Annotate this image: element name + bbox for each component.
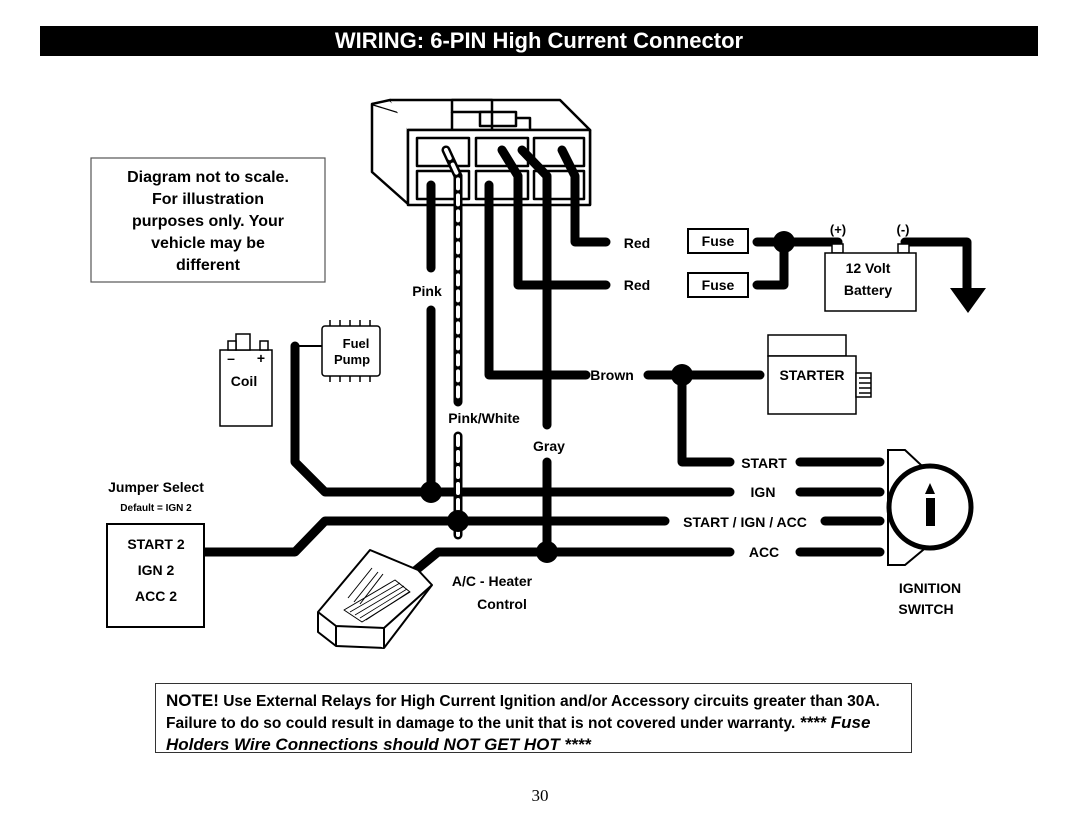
brown-wire <box>484 180 591 380</box>
battery-label: Battery <box>844 282 892 298</box>
svg-text:Fuel: Fuel <box>343 336 370 351</box>
disclaimer-line: vehicle may be <box>151 235 265 252</box>
svg-text:Jumper Select: Jumper Select <box>108 479 204 495</box>
switch-acc-label: ACC <box>749 544 779 560</box>
battery-positive-label: (+) <box>830 222 846 237</box>
fuse1-to-battery <box>752 237 843 255</box>
junction-dot <box>420 481 442 503</box>
gray-wire-upper <box>517 145 552 430</box>
switch-start-label: START <box>741 455 787 471</box>
ground-icon <box>950 288 986 313</box>
disclaimer-line: Diagram not to scale. <box>127 169 289 186</box>
junction-dot <box>773 231 795 253</box>
fuel-pump: Fuel Pump <box>321 320 381 382</box>
switch-start-ign-acc-label: START / IGN / ACC <box>683 514 807 530</box>
brown-label: Brown <box>590 367 634 383</box>
wire-labels: Pink Pink/White Gray Brown Red Red START… <box>412 235 807 560</box>
svg-text:Fuse: Fuse <box>702 277 735 293</box>
svg-text:IGN 2: IGN 2 <box>138 562 175 578</box>
gray-label: Gray <box>533 438 565 454</box>
start-ign-acc-bus <box>200 516 670 557</box>
battery: (+) (-) 12 Volt Battery <box>824 222 917 312</box>
disclaimer-line: different <box>176 257 241 274</box>
ign-bus-wire <box>290 341 735 497</box>
red-label-2: Red <box>624 277 650 293</box>
ground-wire <box>900 237 972 293</box>
svg-text:ACC 2: ACC 2 <box>135 588 177 604</box>
fuse-2: Fuse <box>687 272 749 298</box>
acc-bus-wire <box>405 547 735 580</box>
svg-text:–: – <box>227 350 235 366</box>
ignition-switch: IGNITION SWITCH <box>886 449 974 617</box>
svg-text:Coil: Coil <box>231 373 257 389</box>
disclaimer-line: purposes only. Your <box>132 213 284 230</box>
battery-negative-label: (-) <box>897 222 910 237</box>
battery-label: 12 Volt <box>846 260 891 276</box>
ac-heater-plug <box>317 549 433 649</box>
page-title: WIRING: 6-PIN High Current Connector <box>40 26 1038 56</box>
pink-white-label: Pink/White <box>448 410 520 426</box>
wires <box>200 145 972 580</box>
svg-text:Pump: Pump <box>334 352 370 367</box>
red-wire-2 <box>497 145 611 290</box>
pink-label: Pink <box>412 283 442 299</box>
pink-white-wire <box>441 145 463 540</box>
svg-text:Fuse: Fuse <box>702 233 735 249</box>
fuse-1: Fuse <box>687 228 749 254</box>
jumper-select: Jumper Select Default = IGN 2 START 2 IG… <box>106 479 205 628</box>
note-lead: NOTE! <box>166 691 219 710</box>
switch-ign-label: IGN <box>751 484 776 500</box>
ac-heater-label: A/C - Heater <box>452 573 533 589</box>
junctions <box>420 231 795 563</box>
svg-text:START 2: START 2 <box>127 536 185 552</box>
junction-dot <box>671 364 693 386</box>
fuse2-to-battery <box>752 237 789 290</box>
junction-dot <box>536 541 558 563</box>
note-emphasis: **** Fuse Holders Wire Connections shoul… <box>166 713 871 754</box>
start-feed-wire <box>677 370 735 467</box>
red-label-1: Red <box>624 235 650 251</box>
warning-note: NOTE! Use External Relays for High Curre… <box>155 683 912 754</box>
coil: – + Coil <box>219 333 273 427</box>
page-number: 30 <box>531 786 549 805</box>
junction-dot <box>447 510 469 532</box>
ignition-switch-label: IGNITION <box>899 580 961 596</box>
ignition-switch-label: SWITCH <box>898 601 953 617</box>
ac-heater-label: Control <box>477 596 527 612</box>
disclaimer-line: For illustration <box>152 191 264 208</box>
svg-text:Default = IGN 2: Default = IGN 2 <box>120 503 192 514</box>
note-body: Use External Relays for High Current Ign… <box>166 693 880 732</box>
svg-text:STARTER: STARTER <box>779 367 844 383</box>
starter: STARTER <box>767 334 872 415</box>
svg-text:+: + <box>257 350 265 366</box>
disclaimer-box: Diagram not to scale. For illustration p… <box>90 157 326 283</box>
six-pin-connector <box>370 98 592 207</box>
red-wire-1 <box>557 145 611 247</box>
